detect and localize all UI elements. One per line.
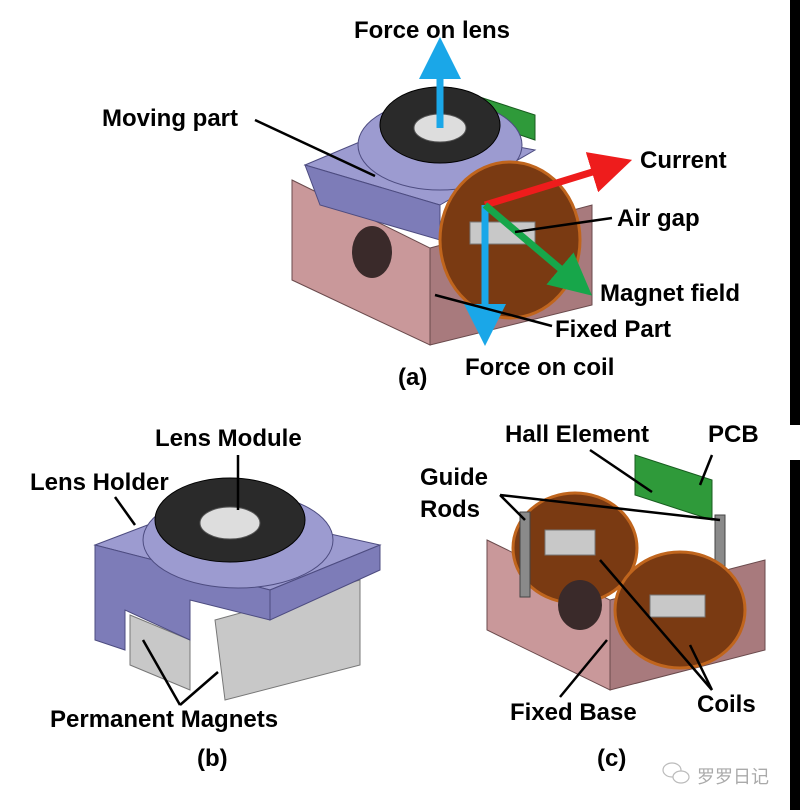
moving-part-leader [254, 118, 376, 178]
label-fixed-part: Fixed Part [555, 316, 671, 343]
label-lens-module: Lens Module [155, 425, 302, 452]
label-hall-element: Hall Element [505, 421, 649, 448]
guide-rods-leader [499, 493, 721, 522]
label-force-on-lens: Force on lens [354, 17, 510, 44]
label-permanent-magnets: Permanent Magnets [50, 706, 278, 733]
label-moving-part: Moving part [102, 105, 238, 132]
magnet-field-arrow [482, 202, 593, 296]
coils-leader [599, 559, 714, 691]
label-coils: Coils [697, 691, 756, 718]
label-lens-holder: Lens Holder [30, 469, 169, 496]
lens-holder-leader [113, 496, 137, 526]
edge-strip-bottom [790, 460, 800, 810]
watermark-text: 罗罗日记 [697, 767, 769, 788]
caption-c: (c) [597, 745, 626, 772]
label-guide-rods-2: Rods [420, 496, 480, 523]
lens-holder-side [269, 544, 381, 621]
guide-rod-left [519, 511, 531, 598]
label-pcb: PCB [708, 421, 759, 448]
label-fixed-base: Fixed Base [510, 699, 637, 726]
current-arrow [483, 152, 633, 209]
label-guide-rods-1: Guide [420, 464, 488, 491]
label-force-on-coil: Force on coil [465, 354, 614, 381]
panel-b-assembly [93, 477, 382, 701]
fixed-part-leader [434, 293, 553, 328]
coil-c-front-window [649, 594, 706, 618]
label-current: Current [640, 147, 727, 174]
hall-element-leader [589, 448, 653, 494]
permanent-magnets-leader [141, 639, 219, 706]
edge-strip-top [790, 0, 800, 425]
permanent-magnet-left [129, 614, 191, 691]
lens-glass-b [199, 506, 261, 540]
fixed-base-leader [559, 639, 608, 698]
base-hole-c [558, 580, 602, 630]
label-magnet-field: Magnet field [600, 280, 740, 307]
air-gap-leader [514, 216, 613, 234]
caption-b: (b) [197, 745, 228, 772]
label-air-gap: Air gap [617, 205, 700, 232]
wechat-icon [662, 762, 690, 784]
coil-c-back-window [544, 529, 596, 556]
panel-c-assembly [486, 454, 766, 691]
caption-a: (a) [398, 364, 427, 391]
pcb-leader [698, 454, 714, 486]
base-hole [352, 226, 392, 278]
